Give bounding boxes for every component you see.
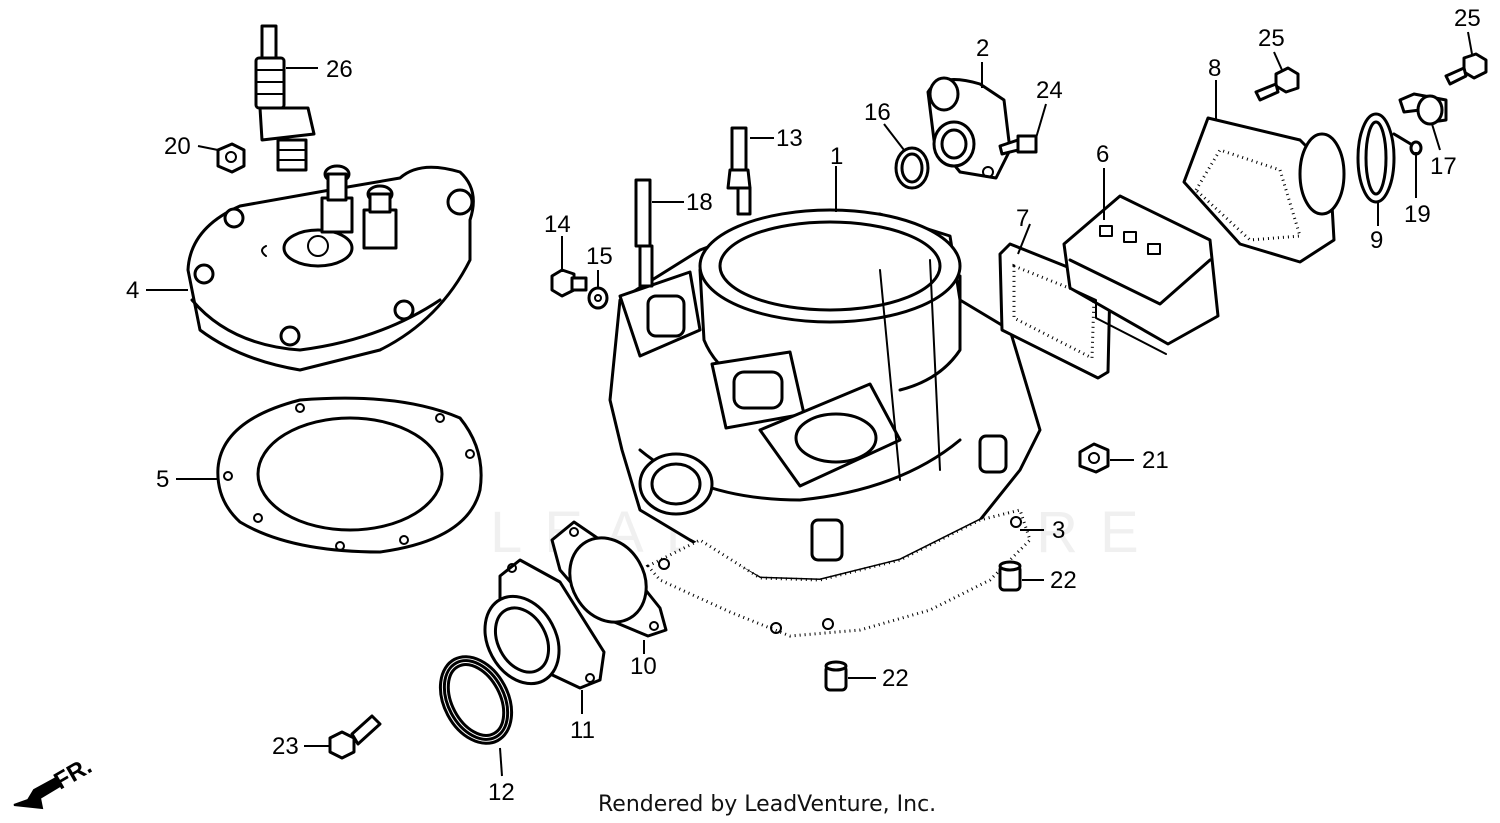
part-exhaust-gasket[interactable] xyxy=(550,520,668,638)
part-cylinder-head[interactable] xyxy=(186,164,475,372)
part-stud-18[interactable] xyxy=(634,178,654,288)
part-stud-13[interactable] xyxy=(726,126,752,216)
callout-17: 17 xyxy=(1430,153,1457,180)
part-bolt-14[interactable] xyxy=(550,268,588,298)
part-spring-ring[interactable] xyxy=(426,644,526,755)
callout-26: 26 xyxy=(326,56,353,83)
part-dowel-22a[interactable] xyxy=(998,560,1022,592)
part-bolt-23[interactable] xyxy=(328,714,382,760)
callout-12: 12 xyxy=(488,779,515,806)
callout-7: 7 xyxy=(1016,205,1029,232)
callout-18: 18 xyxy=(686,189,713,216)
callout-6: 6 xyxy=(1096,141,1109,168)
part-reed-valve[interactable] xyxy=(1062,194,1220,355)
callout-23: 23 xyxy=(272,733,299,760)
part-spark-plug[interactable] xyxy=(254,24,316,172)
callout-22b: 22 xyxy=(882,665,909,692)
callout-8: 8 xyxy=(1208,55,1221,82)
part-bolt-25b[interactable] xyxy=(1444,52,1488,86)
callout-24: 24 xyxy=(1036,77,1063,104)
callout-20: 20 xyxy=(164,133,191,160)
callout-4: 4 xyxy=(126,277,139,304)
part-clamp-9[interactable] xyxy=(1356,112,1396,204)
footer-credit: Rendered by LeadVenture, Inc. xyxy=(598,792,937,817)
callout-1: 1 xyxy=(830,143,843,170)
part-washer-15[interactable] xyxy=(587,286,609,310)
callout-21: 21 xyxy=(1142,447,1169,474)
part-water-joint[interactable] xyxy=(926,76,1012,180)
part-head-gasket[interactable] xyxy=(216,396,483,554)
callout-25b: 25 xyxy=(1454,5,1481,32)
part-nut-21[interactable] xyxy=(1078,442,1110,474)
callout-15: 15 xyxy=(586,243,613,270)
callout-16: 16 xyxy=(864,99,891,126)
leader-lines xyxy=(146,31,1473,777)
part-bolt-25a[interactable] xyxy=(1254,66,1300,102)
part-base-gasket[interactable] xyxy=(645,508,1032,638)
callout-19: 19 xyxy=(1404,201,1431,228)
part-intake-manifold[interactable] xyxy=(1182,116,1346,264)
callout-10: 10 xyxy=(630,653,657,680)
part-dowel-22b[interactable] xyxy=(824,660,848,692)
part-o-ring[interactable] xyxy=(894,146,930,190)
callout-14: 14 xyxy=(544,211,571,238)
part-cylinder[interactable] xyxy=(608,208,1042,582)
part-screw-19[interactable] xyxy=(1392,132,1423,156)
callout-3: 3 xyxy=(1052,517,1065,544)
callout-22a: 22 xyxy=(1050,567,1077,594)
callout-5: 5 xyxy=(156,466,169,493)
callout-11: 11 xyxy=(570,717,595,744)
callout-2: 2 xyxy=(976,35,989,62)
part-bolt-24[interactable] xyxy=(998,134,1038,156)
part-nut-20[interactable] xyxy=(216,142,246,174)
part-bracket-17[interactable] xyxy=(1398,92,1448,126)
part-exhaust-joint[interactable] xyxy=(470,558,606,697)
callout-9: 9 xyxy=(1370,227,1383,254)
front-direction-arrow-icon: FR. xyxy=(13,752,96,810)
callout-25a: 25 xyxy=(1258,25,1285,52)
callout-labels: 26 20 4 5 2 24 16 13 1 18 14 15 6 7 8 25… xyxy=(126,5,1481,806)
callout-13: 13 xyxy=(776,125,803,152)
